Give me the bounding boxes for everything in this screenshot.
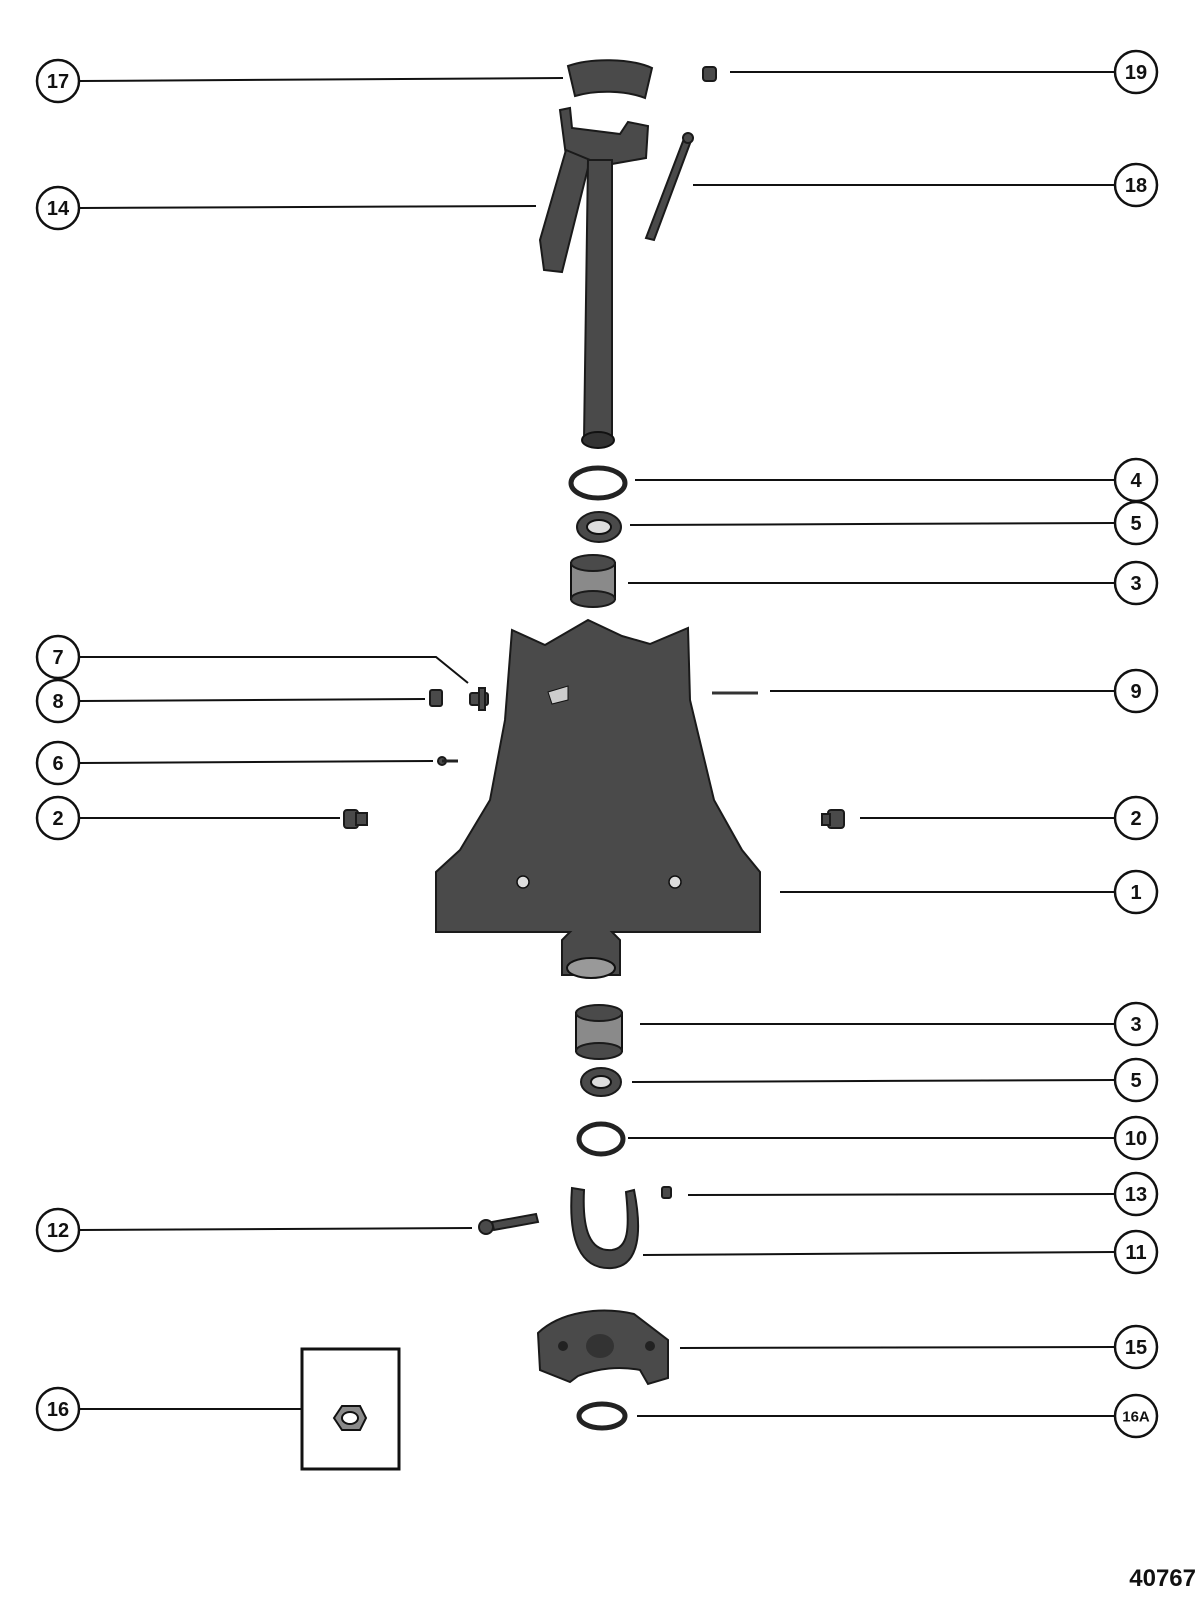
figure-number: 40767 bbox=[1129, 1565, 1196, 1592]
svg-text:1: 1 bbox=[1130, 882, 1141, 904]
svg-text:11: 11 bbox=[1125, 1242, 1146, 1264]
inset-box bbox=[300, 1347, 401, 1471]
svg-text:15: 15 bbox=[1125, 1337, 1147, 1359]
callout-3-bottom: 3 bbox=[1113, 1001, 1159, 1047]
part-bushing-bottom bbox=[575, 1004, 623, 1060]
part-small-nut-bottom bbox=[661, 1186, 672, 1199]
part-small-nut-top bbox=[702, 66, 717, 82]
svg-text:3: 3 bbox=[1130, 1014, 1141, 1036]
part-bearing-bottom bbox=[580, 1067, 622, 1097]
part-plug-left bbox=[343, 809, 368, 829]
leader-lines bbox=[79, 71, 1115, 1417]
svg-text:13: 13 bbox=[1125, 1184, 1147, 1206]
svg-text:17: 17 bbox=[47, 71, 69, 93]
svg-text:8: 8 bbox=[52, 691, 63, 713]
svg-text:16A: 16A bbox=[1122, 1409, 1150, 1426]
callout-9: 9 bbox=[1113, 668, 1159, 714]
part-bushing-top bbox=[570, 554, 616, 608]
callout-10: 10 bbox=[1113, 1115, 1159, 1161]
svg-text:2: 2 bbox=[1130, 808, 1141, 830]
svg-text:4: 4 bbox=[1130, 470, 1142, 492]
callout-13: 13 bbox=[1113, 1171, 1159, 1217]
callout-6: 6 bbox=[35, 740, 81, 786]
part-small-screw bbox=[437, 756, 458, 766]
callout-5-bottom: 5 bbox=[1113, 1057, 1159, 1103]
part-cap bbox=[429, 689, 443, 707]
svg-text:7: 7 bbox=[52, 647, 63, 669]
callout-5-top: 5 bbox=[1113, 500, 1159, 546]
part-ring-4 bbox=[568, 465, 628, 501]
svg-text:5: 5 bbox=[1130, 513, 1141, 535]
callout-8: 8 bbox=[35, 678, 81, 724]
callout-1: 1 bbox=[1113, 869, 1159, 915]
svg-text:14: 14 bbox=[47, 198, 70, 220]
callout-2-right: 2 bbox=[1113, 795, 1159, 841]
callout-3-top: 3 bbox=[1113, 560, 1159, 606]
part-snap-ring bbox=[576, 1401, 628, 1431]
callout-12: 12 bbox=[35, 1207, 81, 1253]
part-housing bbox=[435, 618, 761, 979]
svg-text:19: 19 bbox=[1125, 62, 1147, 84]
callout-17: 17 bbox=[35, 58, 81, 104]
svg-text:16: 16 bbox=[47, 1399, 69, 1421]
svg-text:6: 6 bbox=[52, 753, 63, 775]
callout-16: 16 bbox=[35, 1386, 81, 1432]
callout-2-left: 2 bbox=[35, 795, 81, 841]
callout-11: 11 bbox=[1113, 1229, 1159, 1275]
parts bbox=[300, 59, 845, 1471]
callout-16a: 16A bbox=[1113, 1393, 1159, 1439]
svg-text:9: 9 bbox=[1130, 681, 1141, 703]
part-plug-right bbox=[821, 809, 845, 829]
part-pad bbox=[566, 59, 654, 100]
part-ring-10 bbox=[576, 1121, 626, 1157]
part-bearing-top bbox=[576, 511, 622, 543]
svg-text:10: 10 bbox=[1125, 1128, 1147, 1150]
part-bolt bbox=[478, 1212, 540, 1235]
part-steering-shaft bbox=[538, 106, 650, 449]
callout-15: 15 bbox=[1113, 1324, 1159, 1370]
svg-text:5: 5 bbox=[1130, 1070, 1141, 1092]
part-fitting bbox=[469, 687, 489, 711]
part-long-bolt bbox=[644, 134, 694, 242]
callout-19: 19 bbox=[1113, 49, 1159, 95]
callout-18: 18 bbox=[1113, 162, 1159, 208]
svg-text:12: 12 bbox=[47, 1220, 69, 1242]
callout-4: 4 bbox=[1113, 457, 1159, 503]
svg-text:18: 18 bbox=[1125, 175, 1147, 197]
part-block bbox=[536, 1309, 669, 1386]
callouts: 17 19 14 18 4 5 3 7 bbox=[35, 49, 1159, 1439]
callout-7: 7 bbox=[35, 634, 81, 680]
svg-text:3: 3 bbox=[1130, 573, 1141, 595]
callout-14: 14 bbox=[35, 185, 81, 231]
part-u-clamp bbox=[570, 1186, 639, 1270]
svg-text:2: 2 bbox=[52, 808, 63, 830]
